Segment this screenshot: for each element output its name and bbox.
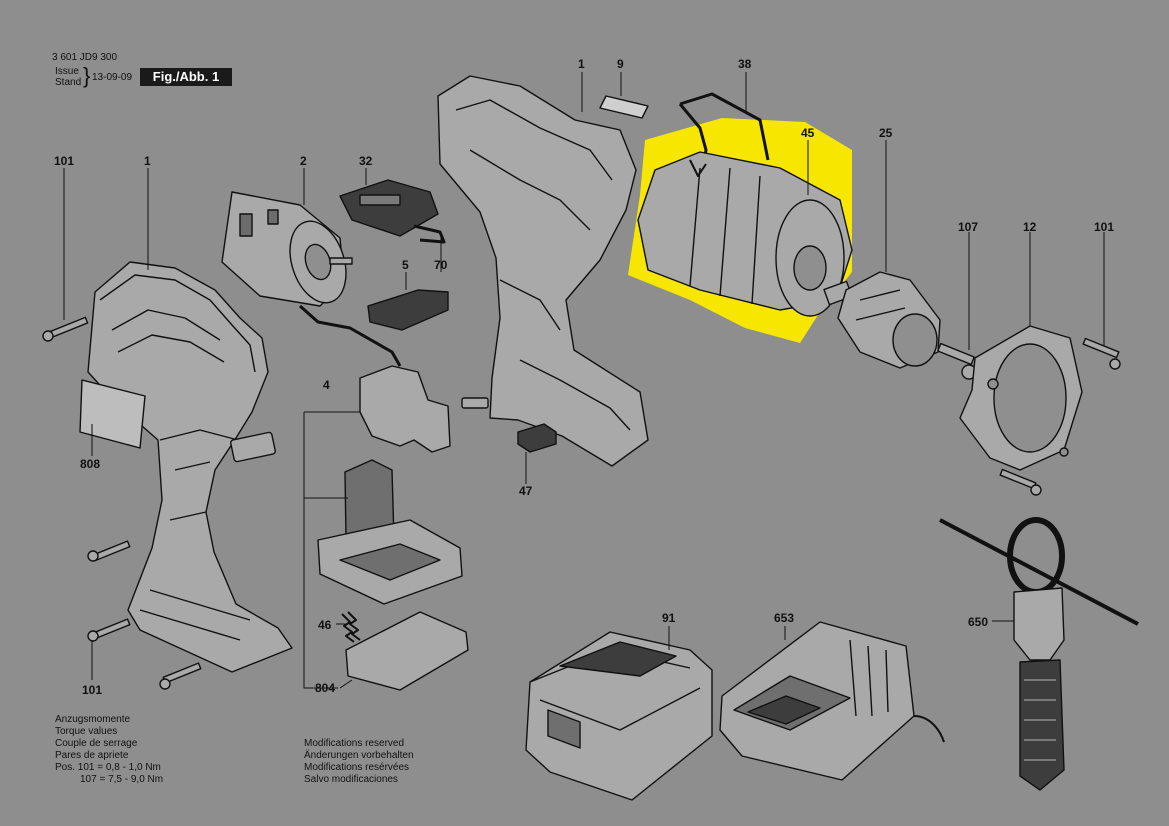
callout-107: 107 [958, 220, 979, 234]
screw-101-c [87, 618, 131, 642]
callout-1-left: 1 [144, 154, 151, 168]
leader-804 [339, 679, 353, 689]
torque-line-2: Torque values [55, 726, 118, 737]
callout-25: 25 [879, 126, 893, 140]
callout-70: 70 [434, 258, 448, 272]
plate-804 [345, 611, 469, 691]
part-number: 3 601 JD9 300 [52, 52, 118, 63]
bracket-4 [303, 411, 360, 689]
screw-107 [937, 342, 977, 380]
screw-101-a [42, 316, 89, 342]
callout-9: 9 [617, 57, 624, 71]
label-808-sticker [79, 379, 146, 449]
callout-1-top: 1 [578, 57, 585, 71]
screw-101-f [999, 468, 1042, 496]
brace-glyph: } [83, 63, 91, 88]
callout-650: 650 [968, 615, 989, 629]
modifications-line-3: Modifications resérvées [304, 762, 410, 773]
callout-5: 5 [402, 258, 409, 272]
screw-101-d [159, 662, 202, 690]
torque-line-1: Anzugsmomente [55, 714, 131, 725]
stand-label: Stand [55, 77, 82, 88]
figure-label: Fig./Abb. 1 [140, 68, 232, 86]
callout-101-left: 101 [54, 154, 75, 168]
spring-46 [341, 611, 361, 643]
chuck-part-25 [837, 271, 941, 369]
housing-left-shell [87, 261, 293, 673]
callout-101-bottom: 101 [82, 683, 103, 697]
label-part-9 [599, 95, 649, 119]
torque-line-5: Pos. 101 = 0,8 - 1,0 Nm [55, 762, 161, 773]
torque-line-4: Pares de apriete [55, 750, 129, 761]
callout-804: 804 [315, 681, 336, 695]
callout-32: 32 [359, 154, 373, 168]
callout-808: 808 [80, 457, 101, 471]
callout-47: 47 [519, 484, 533, 498]
callout-4: 4 [323, 378, 330, 392]
callout-653: 653 [774, 611, 795, 625]
switch-cover-32 [339, 179, 446, 244]
torque-line-6: 107 = 7,5 - 9,0 Nm [80, 774, 164, 785]
motor-part-2 [221, 191, 402, 367]
callout-46: 46 [318, 618, 332, 632]
modifications-line-1: Modifications reserved [304, 738, 405, 749]
callout-45: 45 [801, 126, 815, 140]
slider-part-5 [367, 289, 449, 331]
collar-part-12 [959, 325, 1083, 471]
aux-handle-part-650 [939, 517, 1139, 791]
issue-label: Issue [55, 66, 79, 77]
housing-right-shell [437, 75, 649, 467]
modifications-line-2: Änderungen vorbehalten [304, 750, 414, 761]
charger-part-653 [719, 621, 945, 781]
screw-101-e [1082, 337, 1121, 370]
callout-101-right: 101 [1094, 220, 1115, 234]
screw-101-b [87, 540, 131, 562]
battery-part-91 [525, 631, 713, 801]
callout-2: 2 [300, 154, 307, 168]
callout-91: 91 [662, 611, 676, 625]
gearbox-part-45 [637, 151, 853, 317]
callout-12: 12 [1023, 220, 1037, 234]
issue-date: 13-09-09 [92, 72, 133, 83]
callout-38: 38 [738, 57, 752, 71]
switch-assembly-4 [317, 365, 463, 605]
clip-47 [517, 423, 557, 453]
torque-line-3: Couple de serrage [55, 738, 138, 749]
modifications-line-4: Salvo modificaciones [304, 774, 398, 785]
